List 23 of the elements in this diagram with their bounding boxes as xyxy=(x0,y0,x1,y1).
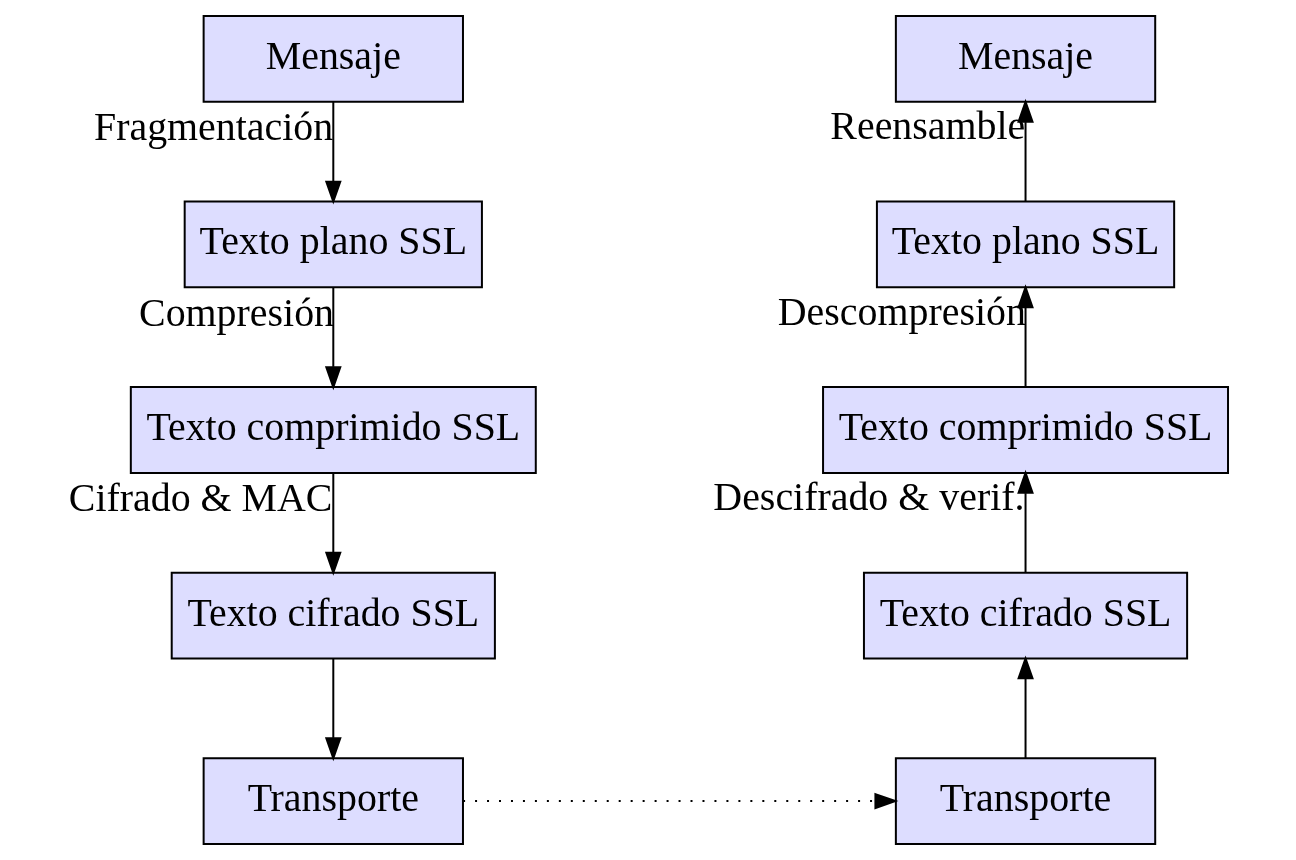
node-box: Texto plano SSL xyxy=(183,200,483,289)
arrow xyxy=(1017,284,1034,389)
node-box: Texto comprimido SSL xyxy=(822,386,1229,474)
node-box: Texto cifrado SSL xyxy=(862,571,1189,660)
node-box: Transporte xyxy=(894,757,1157,845)
node-box: Mensaje xyxy=(894,15,1157,103)
arrow xyxy=(324,657,342,762)
edge-label: Cifrado & MAC xyxy=(68,475,333,521)
arrow xyxy=(324,286,342,391)
arrow xyxy=(324,100,342,205)
node-box: Texto comprimido SSL xyxy=(129,386,537,474)
node-box: Mensaje xyxy=(202,15,464,103)
node-box: Transporte xyxy=(202,757,464,845)
node-box: Texto plano SSL xyxy=(875,200,1176,289)
arrow xyxy=(324,471,342,576)
edge-label: Reensamble xyxy=(830,103,1026,149)
arrow xyxy=(1017,98,1034,203)
node-box: Texto cifrado SSL xyxy=(170,571,496,660)
arrow xyxy=(1017,655,1034,760)
arrow xyxy=(1017,469,1034,574)
edge-label: Descompresión xyxy=(777,288,1026,334)
edge-label: Descifrado & verif. xyxy=(713,474,1025,520)
arrow xyxy=(462,792,899,810)
